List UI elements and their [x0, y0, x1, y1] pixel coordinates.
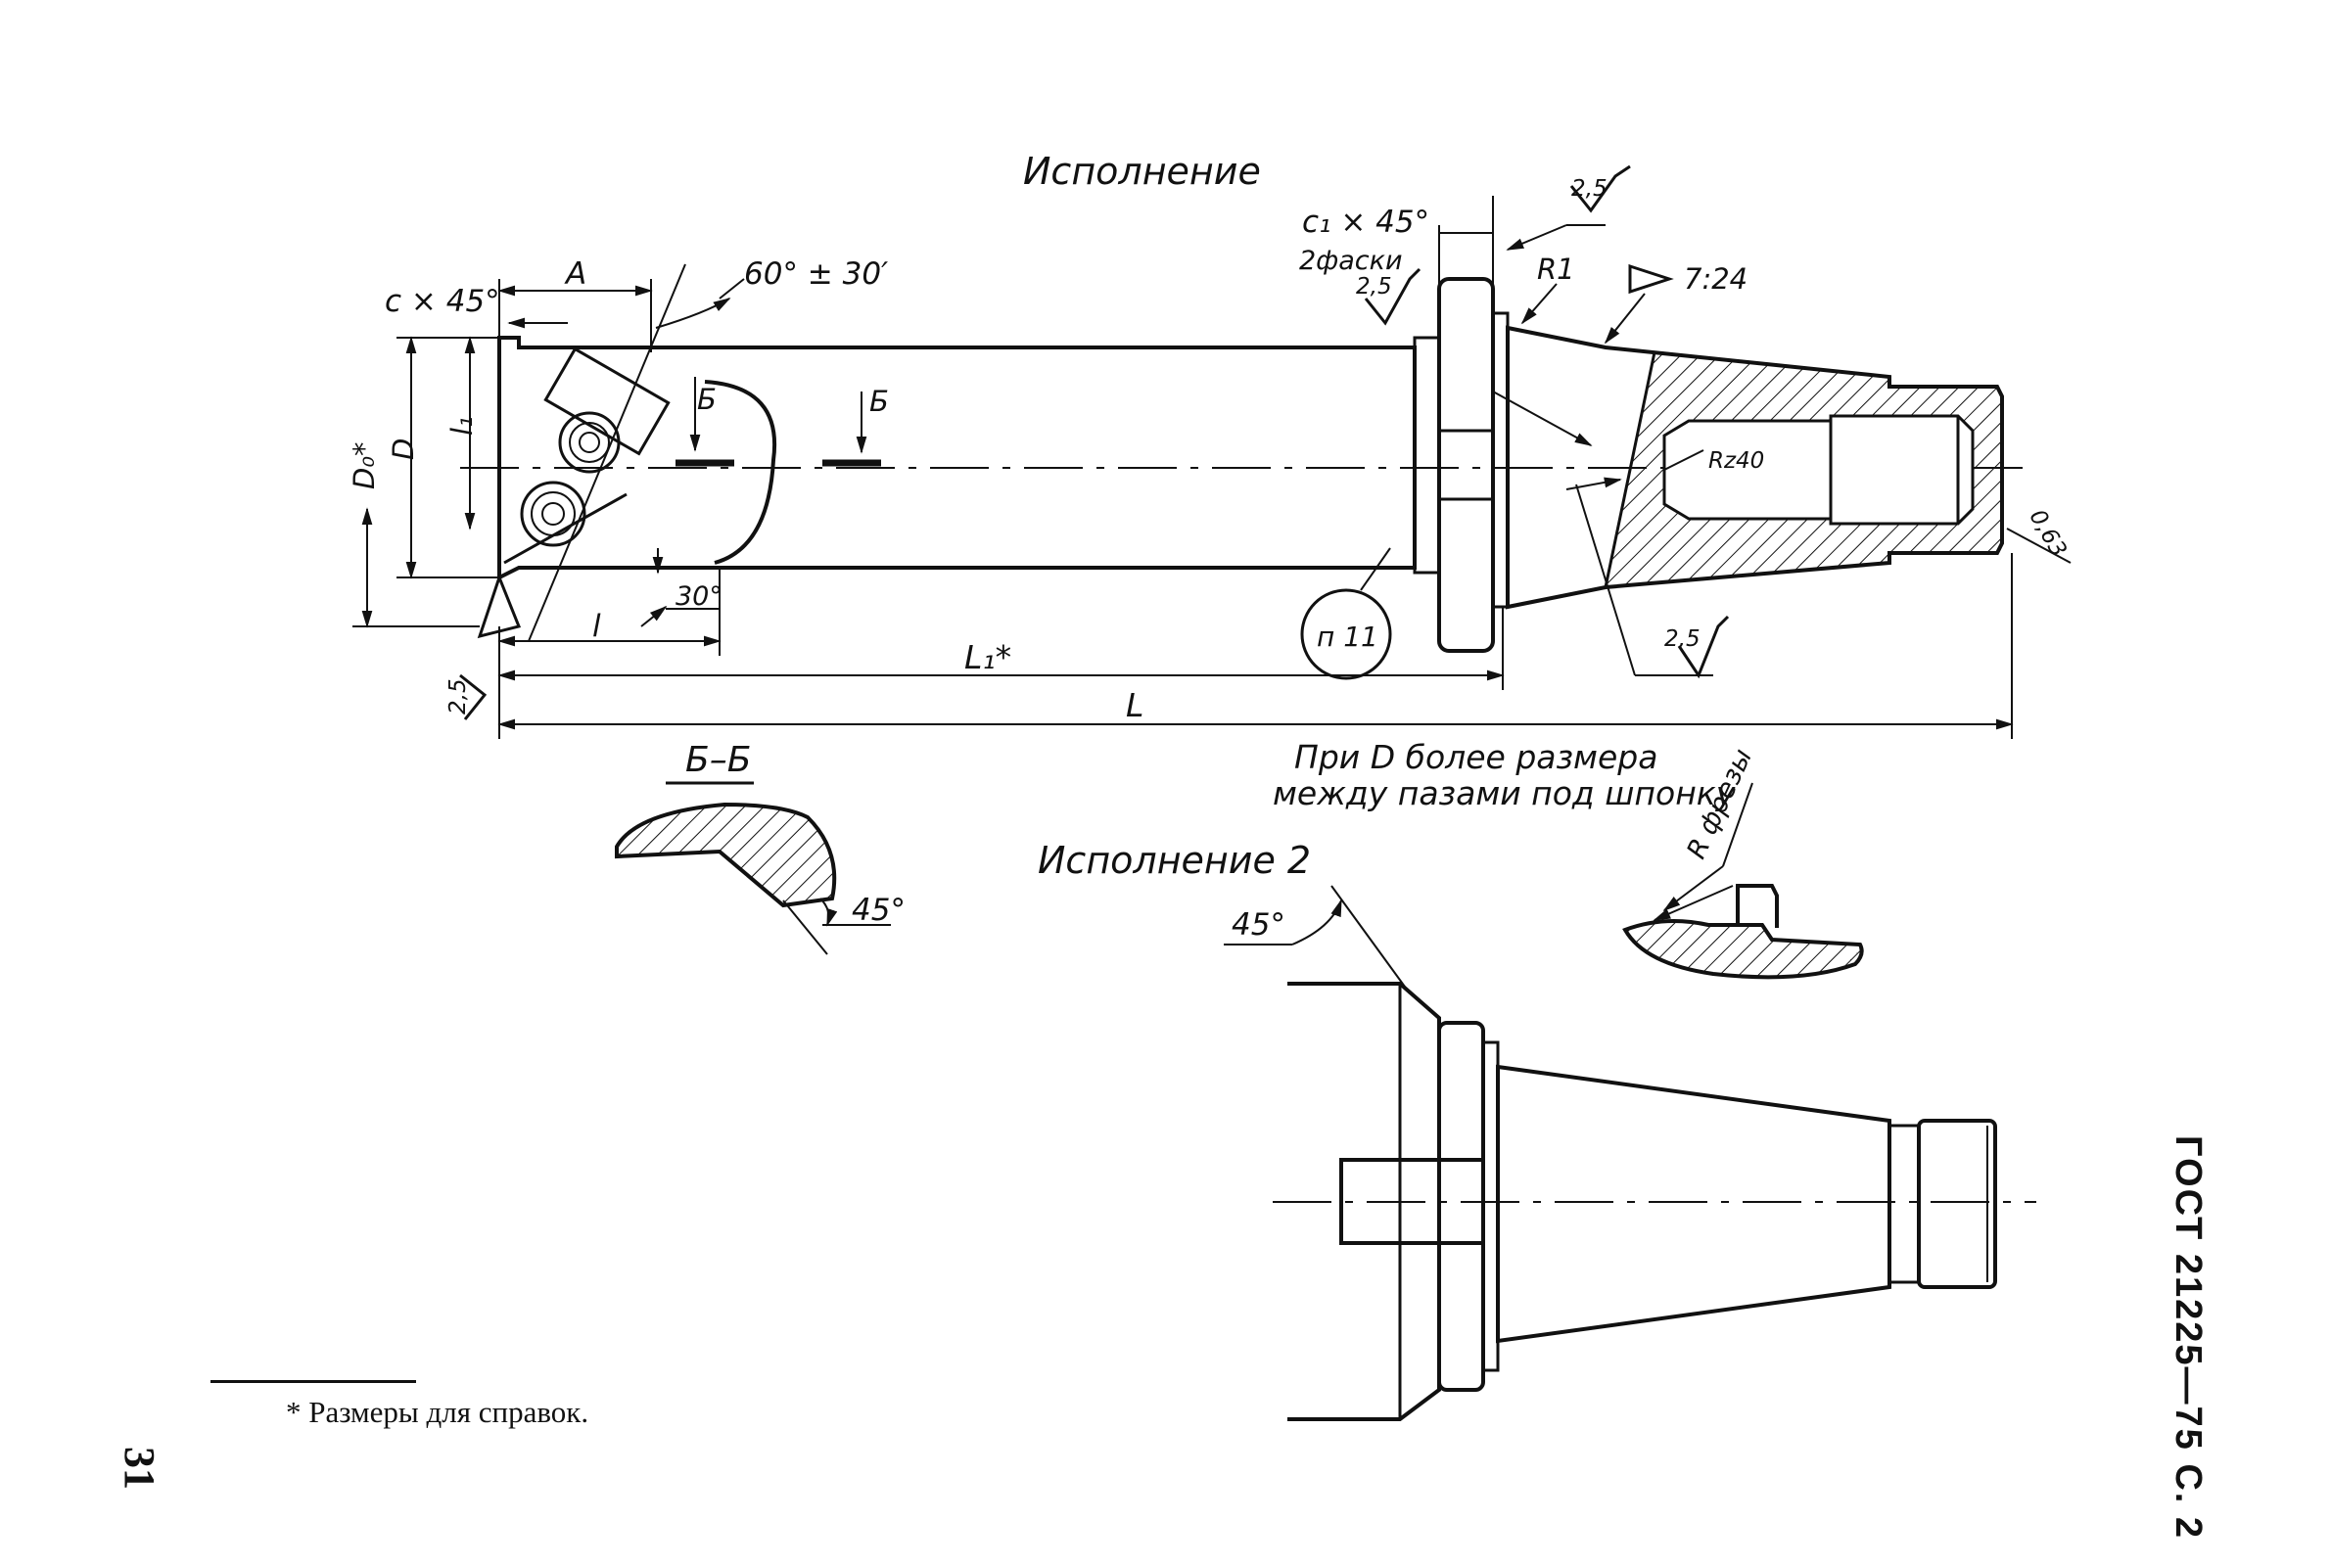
- section-bb: [615, 781, 891, 955]
- dim-angle60: 60° ± 30′: [744, 256, 888, 292]
- roughness-tip: 2,5: [445, 678, 471, 715]
- insert-upper: [543, 346, 671, 474]
- dim-big-l: L: [1126, 686, 1143, 724]
- callout-n11: п 11: [1317, 621, 1378, 653]
- dim-section-angle45: 45°: [852, 893, 906, 928]
- dim-a: A: [564, 256, 586, 292]
- dim-r1: R1: [1537, 253, 1575, 286]
- dim-d: D: [387, 438, 420, 460]
- dim-chamfer-c: c × 45°: [385, 284, 500, 319]
- dim-r063: 0,63: [2024, 505, 2071, 561]
- dim-d0: D₀*: [348, 442, 381, 489]
- footnote-rule: [210, 1380, 416, 1383]
- heading-variant1: Исполнение: [1023, 150, 1261, 193]
- insert-lower: [503, 481, 628, 565]
- note-key-line1: При D более размера: [1294, 738, 1657, 776]
- roughness-top: 2,5: [1571, 176, 1608, 202]
- roughness-flange: 2,5: [1356, 274, 1392, 300]
- section-mark-b-left: Б: [697, 383, 717, 416]
- dim-two-chamfers: 2фаски: [1299, 246, 1403, 276]
- note-key-line2: между пазами под шпонку: [1273, 774, 1736, 812]
- dim-angle30: 30°: [676, 581, 722, 612]
- footnote: * Размеры для справок.: [286, 1395, 589, 1429]
- variant2-view: [1224, 885, 2036, 1421]
- dim-l: l: [592, 609, 601, 644]
- section-mark-b-right: Б: [869, 385, 889, 418]
- page-number: 31: [116, 1447, 163, 1490]
- dim-c1: c₁ × 45°: [1302, 205, 1429, 240]
- dim-rz40: Rz40: [1708, 448, 1764, 474]
- keyway-detail: [1622, 782, 1864, 980]
- main-view: [352, 164, 2072, 739]
- heading-section: Б–Б: [685, 740, 751, 780]
- standard-header: ГОСТ 21225—75 С. 2: [2167, 1135, 2209, 1541]
- dim-l1: l₁: [445, 416, 479, 436]
- dim-l1-total: L₁*: [964, 638, 1011, 676]
- dim-variant2-angle45: 45°: [1232, 907, 1285, 943]
- roughness-shank: 2,5: [1664, 626, 1701, 652]
- dim-taper: 7:24: [1684, 262, 1748, 296]
- heading-variant2: Исполнение 2: [1038, 839, 1311, 882]
